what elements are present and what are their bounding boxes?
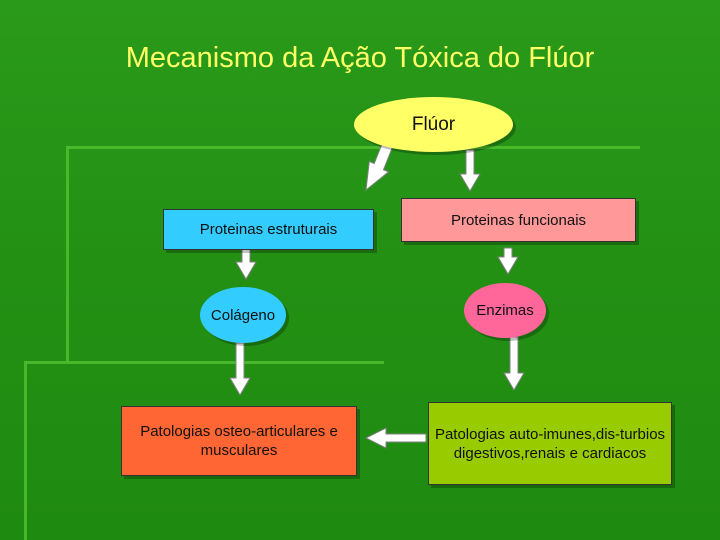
node-colageno-label: Colágeno: [210, 306, 276, 324]
node-patologias-osteo: Patologias osteo-articulares e musculare…: [121, 406, 357, 476]
slide-title: Mecanismo da Ação Tóxica do Flúor: [125, 42, 595, 74]
frame-line-mid: [26, 361, 384, 364]
node-proteinas-funcionais: Proteinas funcionais: [401, 198, 636, 242]
node-fluor-label: Flúor: [411, 113, 456, 135]
node-colageno: Colágeno: [200, 287, 286, 343]
node-patologias-auto: Patologias auto-imunes,dis-turbios diges…: [428, 402, 672, 485]
arrow-estruturais-to-colageno: [235, 247, 257, 280]
node-fluor: Flúor: [354, 97, 513, 152]
node-proteinas-estruturais-label: Proteinas estruturais: [199, 221, 338, 238]
arrow-funcionais-to-enzimas: [497, 247, 519, 275]
arrow-fluor-to-funcionais: [459, 149, 481, 192]
node-patologias-auto-label: Patologias auto-imunes,dis-turbios diges…: [434, 425, 666, 462]
node-proteinas-estruturais: Proteinas estruturais: [163, 209, 374, 250]
frame-line-left-lower: [24, 361, 27, 540]
node-enzimas: Enzimas: [464, 283, 546, 338]
frame-line-left-upper: [66, 146, 69, 362]
node-patologias-osteo-label: Patologias osteo-articulares e musculare…: [140, 423, 338, 459]
node-proteinas-funcionais-label: Proteinas funcionais: [450, 211, 587, 229]
arrow-colageno-to-osteo: [229, 342, 251, 396]
arrow-auto-to-osteo: [364, 427, 427, 449]
frame-line-top: [68, 146, 640, 149]
node-enzimas-label: Enzimas: [476, 302, 534, 319]
arrow-enzimas-to-auto: [503, 336, 525, 391]
